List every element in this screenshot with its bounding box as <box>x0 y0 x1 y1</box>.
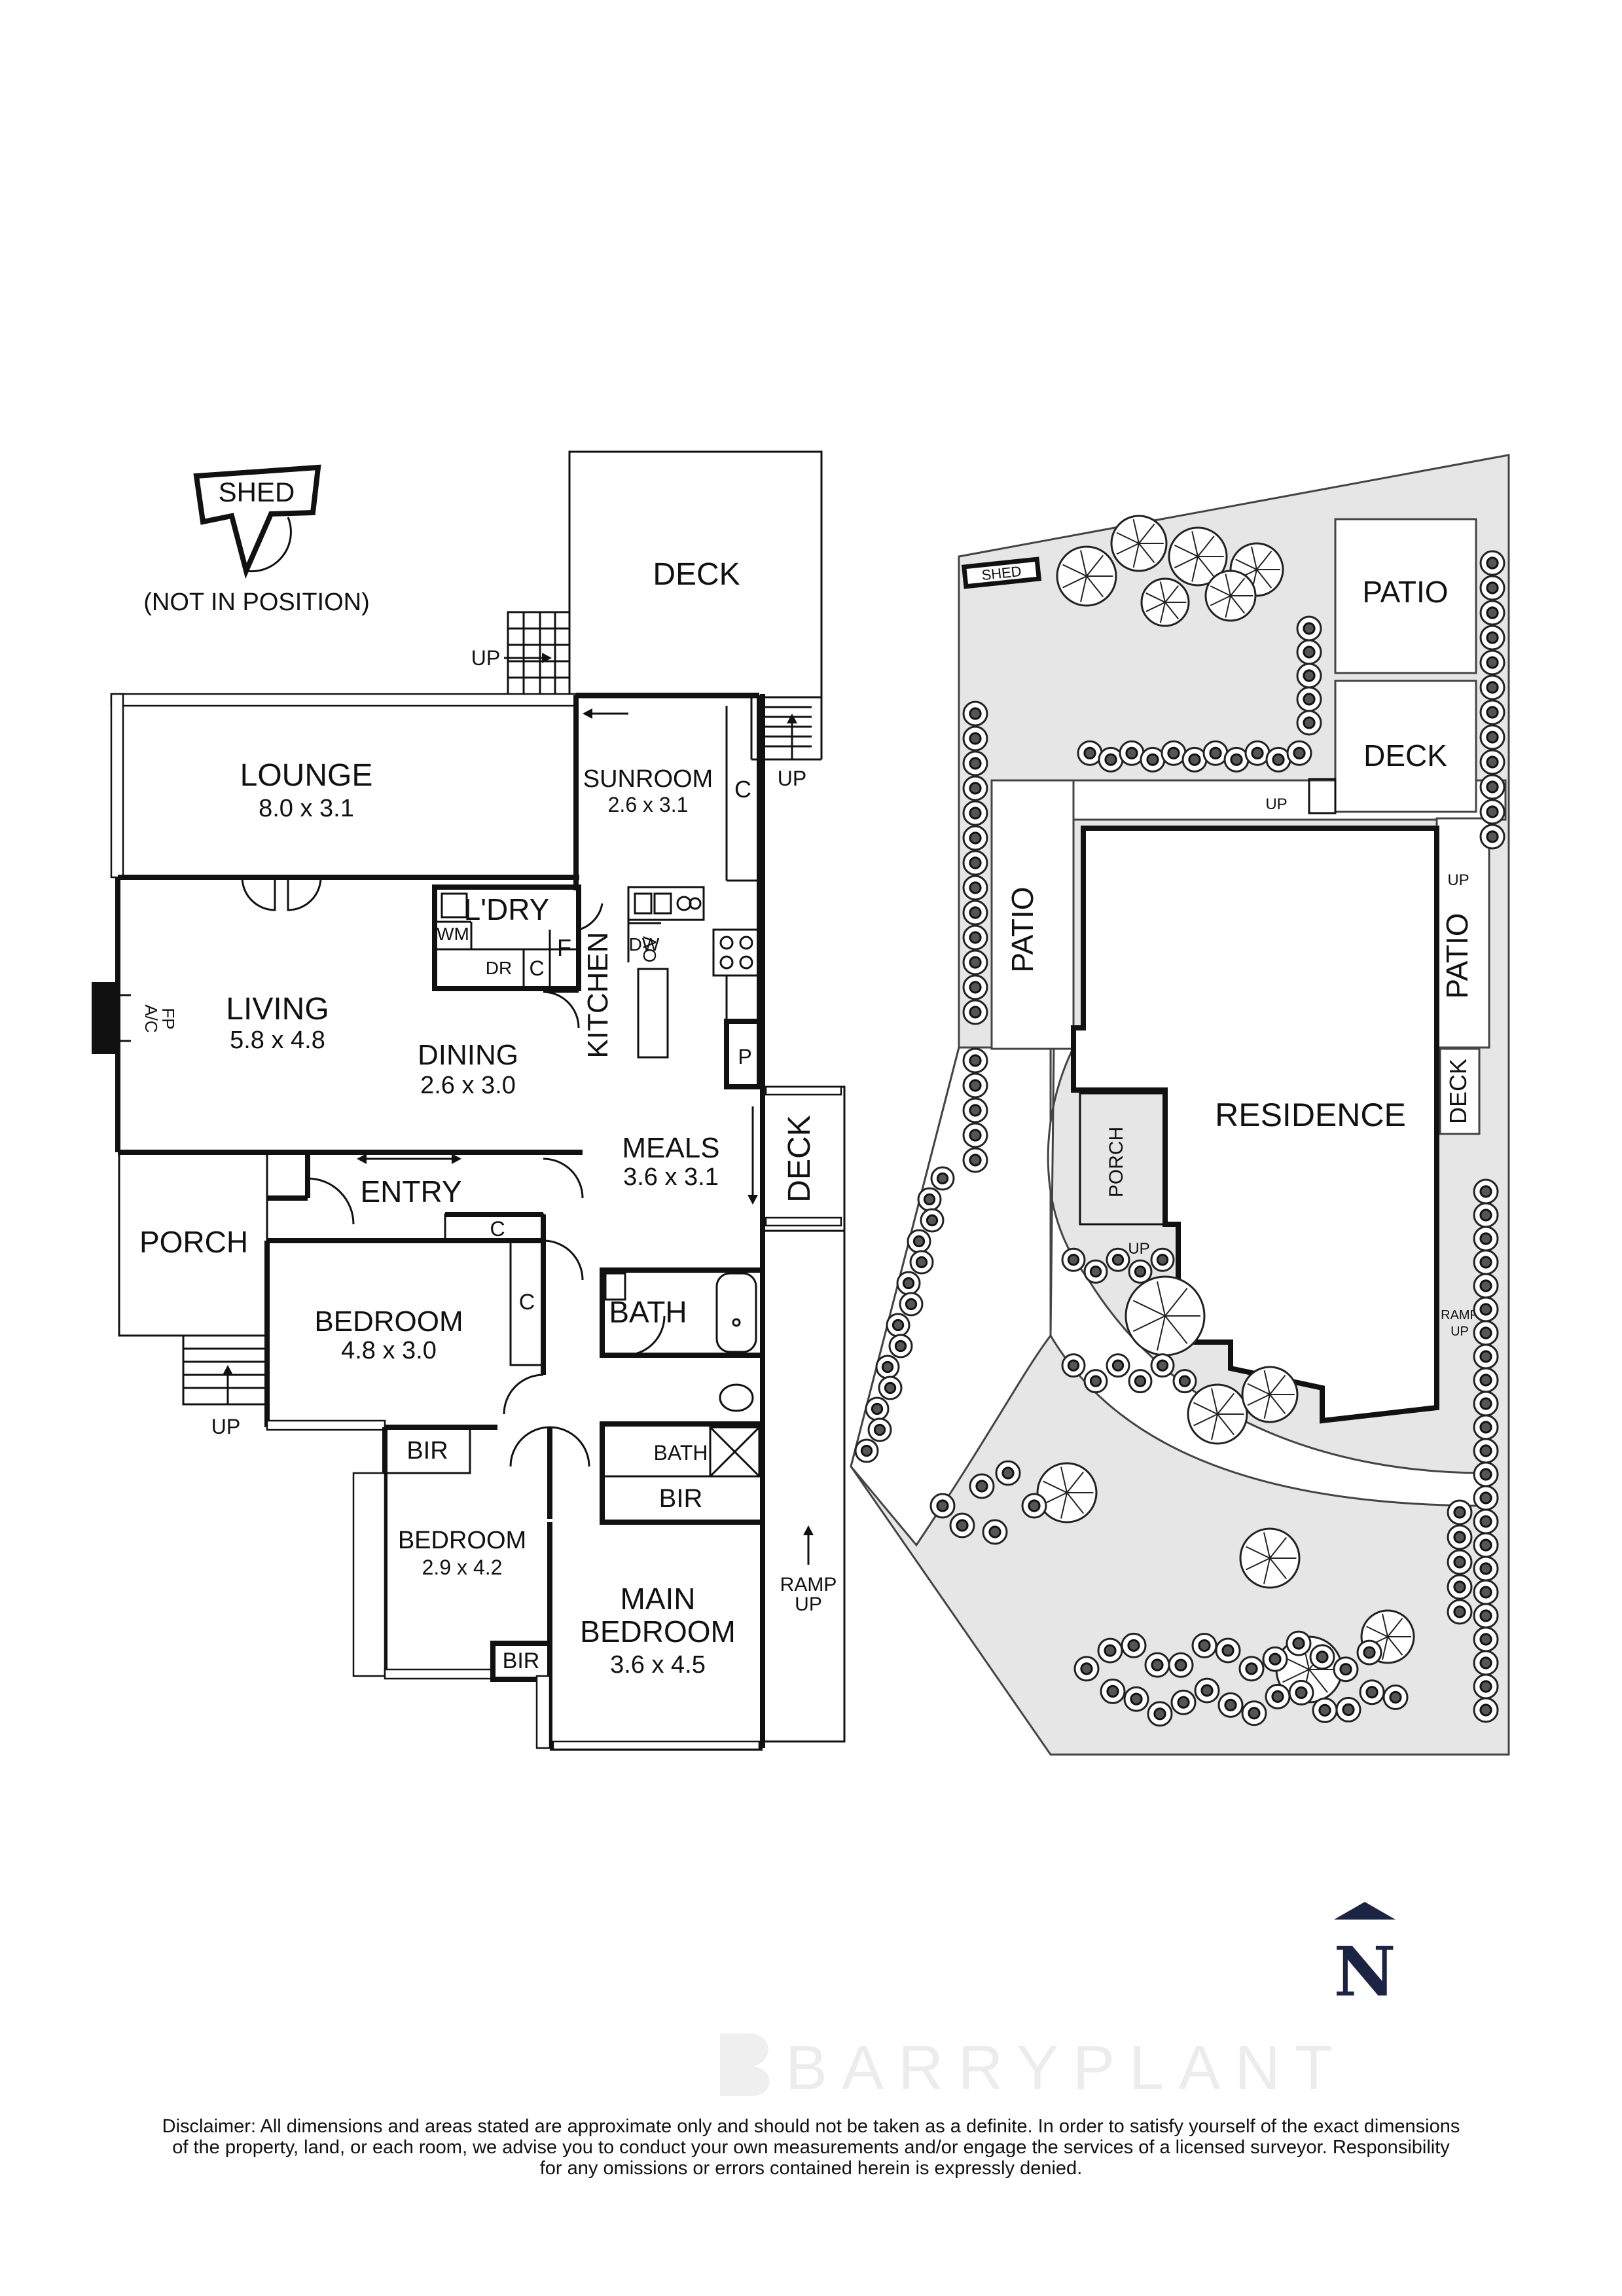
floor-plan: SHED (NOT IN POSITION) DECK UP <box>92 450 846 1751</box>
site-deck-top <box>1334 680 1477 813</box>
patio-left <box>990 779 1075 1050</box>
site-up-label-porch: UP <box>1128 1240 1149 1258</box>
disclaimer: Disclaimer: All dimensions and areas sta… <box>65 2116 1557 2179</box>
bedroom-1: C BEDROOM 4.8 x 3.0 <box>264 1238 545 1431</box>
ov-label: OV <box>640 936 660 962</box>
bedroom2-name: BEDROOM <box>398 1527 526 1554</box>
site-up-label-right: UP <box>1447 871 1469 889</box>
ensuite: BATH BIR <box>600 1421 765 1525</box>
lounge-name: LOUNGE <box>240 758 373 793</box>
bedroom2-size: 2.9 x 4.2 <box>422 1556 503 1579</box>
deck-top-label: DECK <box>653 557 740 592</box>
meals-size: 3.6 x 3.1 <box>623 1163 719 1191</box>
disclaimer-line-2: of the property, land, or each room, we … <box>172 2137 1450 2158</box>
sunroom-name: SUNROOM <box>583 765 713 793</box>
meals-name: MEALS <box>622 1132 719 1164</box>
dining: DINING 2.6 x 3.0 <box>418 1039 518 1099</box>
entry-label: ENTRY <box>360 1175 461 1209</box>
deck-side-label: DECK <box>782 1115 817 1202</box>
dw-label: DW <box>629 934 660 955</box>
f-label: F <box>557 934 571 961</box>
kitchen-label: KITCHEN <box>582 932 614 1058</box>
bath-label: BATH <box>609 1295 687 1329</box>
bedroom1-cupboard-label: C <box>519 1290 535 1315</box>
site-patio-right-label: PATIO <box>1440 913 1474 998</box>
lounge-size: 8.0 x 3.1 <box>259 795 354 822</box>
north-arrow-icon <box>1334 1902 1396 1920</box>
bedroom2-bir-label: BIR <box>406 1437 448 1465</box>
porch: PORCH UP <box>118 1151 268 1438</box>
kitchen: DW OV P KITCHEN <box>582 886 762 1089</box>
sunroom-cupboard-label: C <box>734 776 751 803</box>
main-bedroom-name-2: BEDROOM <box>580 1614 736 1649</box>
laundry-cupboard-label: C <box>529 957 544 980</box>
driveway <box>850 1046 1052 1547</box>
trees <box>854 515 1505 1727</box>
bedroom-2: BIR BIR BEDROOM 2.9 x 4.2 <box>352 1426 552 1682</box>
shed-note: (NOT IN POSITION) <box>143 589 370 616</box>
main-bedroom-size: 3.6 x 4.5 <box>610 1651 706 1679</box>
bedroom1-name: BEDROOM <box>314 1305 463 1338</box>
shed-outline: SHED (NOT IN POSITION) <box>143 464 370 616</box>
pantry-label: P <box>738 1045 751 1068</box>
hall <box>503 1214 590 1519</box>
living: A/C FP LIVING 5.8 x 4.8 <box>92 877 583 1164</box>
disclaimer-line-1: Disclaimer: All dimensions and areas sta… <box>162 2116 1460 2137</box>
living-name: LIVING <box>226 992 329 1027</box>
bedroom2-bir2-label: BIR <box>503 1649 540 1673</box>
deck-top: DECK UP <box>568 450 823 790</box>
porch-stairs-up-label: UP <box>211 1415 240 1438</box>
deck-side: DECK RAMP UP <box>761 1085 846 1743</box>
site-ramp-label-1: RAMP <box>1441 1308 1479 1322</box>
site-deck-top-label: DECK <box>1363 738 1447 773</box>
residence-label: RESIDENCE <box>1215 1097 1406 1133</box>
shed-label: SHED <box>219 477 295 507</box>
entry: C ENTRY <box>267 1152 584 1242</box>
site-ramp-label-2: UP <box>1451 1324 1469 1339</box>
fp-label: FP <box>158 1008 178 1029</box>
dr-label: DR <box>486 958 512 978</box>
site-porch-label: PORCH <box>1106 1127 1127 1197</box>
disclaimer-line-3: for any omissions or errors contained he… <box>539 2158 1083 2179</box>
main-bedroom-name-1: MAIN <box>621 1582 696 1616</box>
entry-cupboard-label: C <box>490 1217 505 1241</box>
main-bedroom: MAIN BEDROOM 3.6 x 4.5 <box>535 1522 763 1751</box>
wm-label: WM <box>437 924 469 944</box>
porch-label: PORCH <box>139 1225 248 1259</box>
ramp-label-1: RAMP <box>780 1574 837 1595</box>
ramp-label-2: UP <box>795 1594 822 1615</box>
dining-name: DINING <box>418 1039 518 1071</box>
sunroom: SUNROOM 2.6 x 3.1 C <box>573 695 762 1054</box>
north-label: N <box>1333 1931 1396 2012</box>
site-deck-right-label: DECK <box>1445 1059 1471 1124</box>
ensuite-label: BATH <box>654 1441 708 1465</box>
site-patio-top-label: PATIO <box>1362 575 1448 609</box>
ac-label: A/C <box>141 1004 161 1032</box>
site-plan: PATIO PATIO DECK UP PATIO UP DECK RAMP U… <box>850 454 1510 1756</box>
laundry: L'DRY WM DR C F <box>432 884 604 1029</box>
laundry-label: L'DRY <box>464 892 550 926</box>
deck-stair-up-label: UP <box>778 767 806 790</box>
bedroom1-size: 4.8 x 3.0 <box>341 1337 437 1364</box>
site-patio-left-label: PATIO <box>1005 886 1039 972</box>
deck-stairs-left: UP <box>471 611 571 699</box>
bath: BATH <box>600 1267 765 1412</box>
lounge: LOUNGE 8.0 x 3.1 <box>110 693 759 911</box>
path <box>1047 1046 1487 1507</box>
stairs-up-label-deck: UP <box>471 646 500 670</box>
dining-size: 2.6 x 3.0 <box>420 1072 516 1099</box>
logo-mark-icon <box>720 2033 770 2096</box>
ensuite-bir-label: BIR <box>659 1484 703 1513</box>
logo-text: BARRYPLANT <box>785 2033 1348 2103</box>
living-size: 5.8 x 4.8 <box>230 1027 325 1054</box>
sunroom-size: 2.6 x 3.1 <box>608 793 689 816</box>
watermark-logo: BARRYPLANT <box>713 2028 1525 2103</box>
site-up-label-deck: UP <box>1265 795 1287 813</box>
site-patio-top <box>1334 518 1477 674</box>
